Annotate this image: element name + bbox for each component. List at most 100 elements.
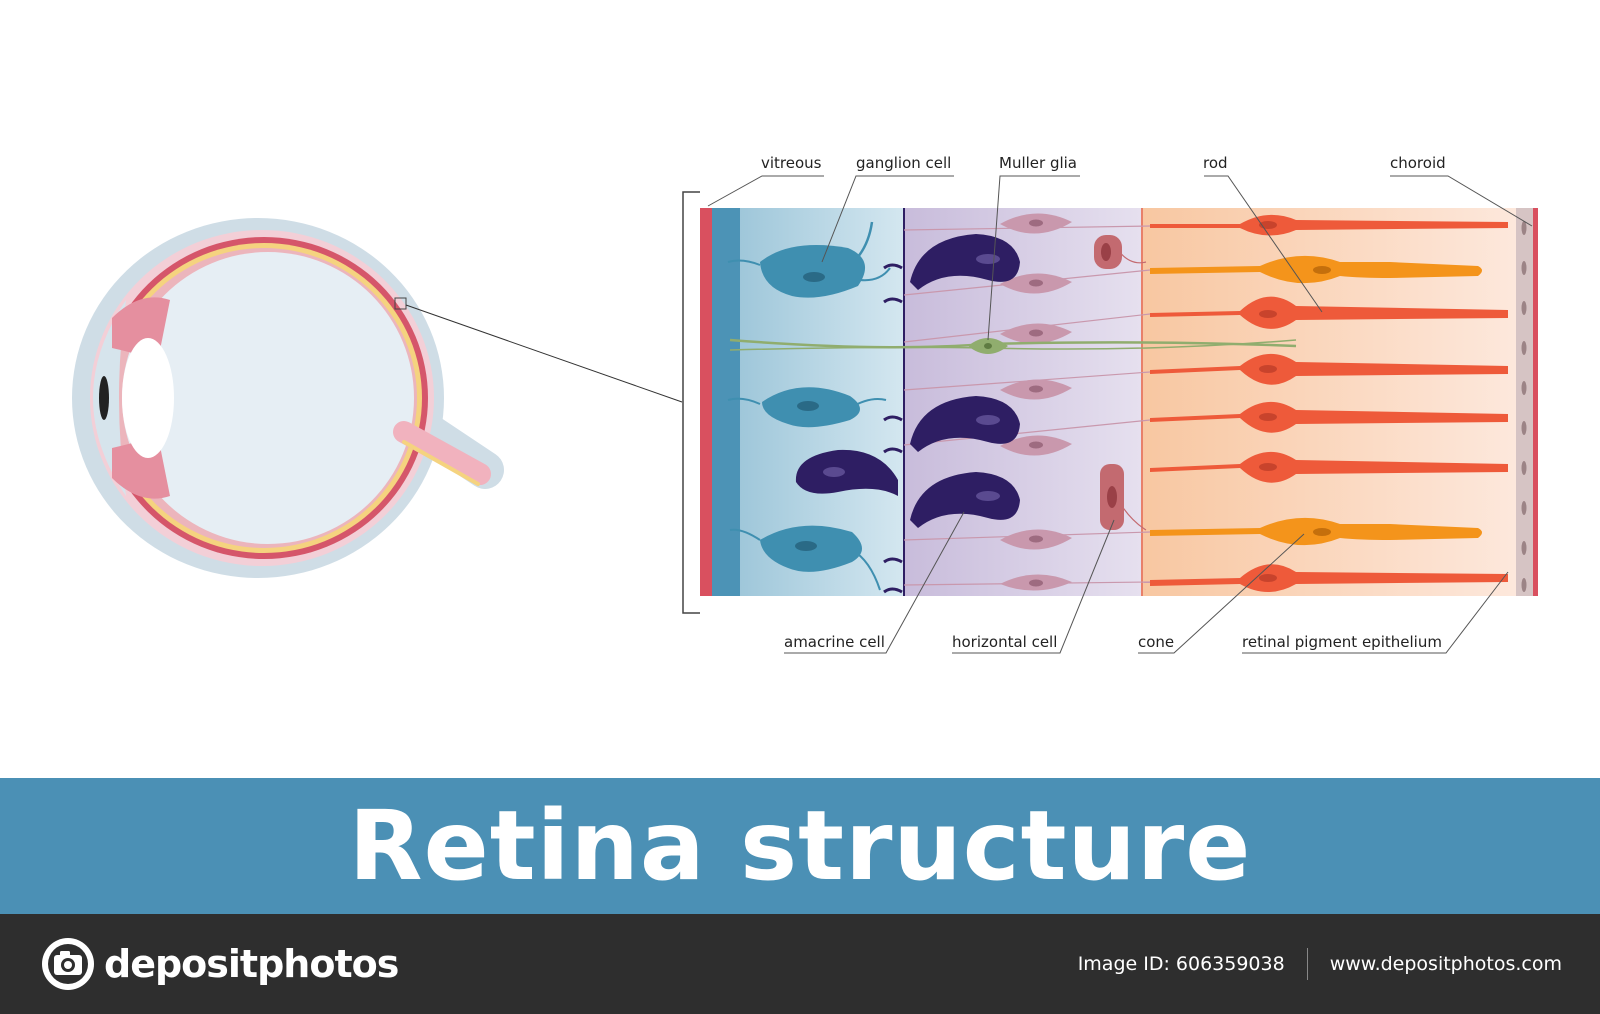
- leader-line-horizontal: [952, 519, 1115, 654]
- synapse: [883, 587, 903, 594]
- rpe-nucleus: [1521, 221, 1527, 235]
- rpe-nucleus: [1521, 501, 1527, 515]
- ganglion-nucleus: [795, 541, 817, 551]
- bipolar-nucleus: [1029, 279, 1043, 287]
- site-url[interactable]: www.depositphotos.com: [1329, 953, 1562, 975]
- rpe-nucleus: [1521, 578, 1527, 592]
- rpe-nucleus: [1521, 301, 1527, 315]
- footer-bar: depositphotos Image ID: 606359038 www.de…: [0, 914, 1600, 1014]
- synapse: [883, 297, 903, 304]
- muller-glia-nucleus: [984, 343, 992, 349]
- horizontal-cells: [1094, 235, 1147, 531]
- nerve-fiber-layer: [712, 208, 740, 596]
- ganglion-nucleus: [803, 272, 825, 282]
- ganglion-dendrite: [859, 267, 891, 282]
- zoom-region-marker: [394, 297, 407, 310]
- rpe-nucleus: [1521, 421, 1527, 435]
- label-cone: cone: [1138, 633, 1174, 651]
- image-id: Image ID: 606359038: [1077, 953, 1285, 975]
- retina-detail-panel: [682, 191, 1538, 614]
- bipolar-nucleus: [1029, 579, 1043, 587]
- lens: [122, 338, 174, 458]
- label-rod: rod: [1203, 154, 1228, 172]
- rod-cell: [1150, 451, 1508, 483]
- leader-line-vitreous: [707, 175, 824, 207]
- amacrine-nucleus: [976, 415, 1000, 425]
- bipolar-nucleus: [1029, 219, 1043, 227]
- amacrine-cell-left: [795, 449, 898, 496]
- title-band: Retina structure: [0, 778, 1600, 914]
- ganglion-cell: [760, 245, 866, 298]
- rod-nucleus: [1259, 310, 1277, 318]
- inner-limiting-membrane: [700, 208, 712, 596]
- brand-name: depositphotos: [104, 942, 399, 986]
- rod-nucleus: [1259, 463, 1277, 471]
- synapse: [883, 415, 903, 422]
- camera-icon: [42, 938, 94, 990]
- bipolar-nucleus: [1029, 385, 1043, 393]
- horizontal-nucleus: [1107, 486, 1117, 508]
- diagram-title: Retina structure: [348, 790, 1252, 902]
- bipolar-cell-bodies: [1000, 213, 1072, 591]
- leader-line-rod: [1204, 175, 1323, 313]
- ganglion-dendrite: [727, 397, 761, 405]
- synaptic-terminals: [883, 263, 903, 594]
- leader-line-ganglion: [821, 175, 954, 263]
- synapse: [883, 263, 903, 270]
- rod-nucleus: [1259, 574, 1277, 582]
- amacrine-nucleus: [976, 254, 1000, 264]
- leader-line-muller: [987, 175, 1080, 341]
- ganglion-dendrite: [727, 259, 761, 266]
- footer-divider: [1306, 948, 1308, 980]
- label-horizontal-cell: horizontal cell: [952, 633, 1057, 651]
- rpe-nucleus: [1521, 261, 1527, 275]
- synapse: [883, 557, 903, 564]
- bipolar-nucleus: [1029, 329, 1043, 337]
- leader-line-cone: [1138, 533, 1305, 654]
- footer-info: Image ID: 606359038 www.depositphotos.co…: [1078, 948, 1562, 980]
- optic-nerve: [393, 421, 491, 485]
- label-vitreous: vitreous: [761, 154, 822, 172]
- brand-logo[interactable]: depositphotos: [40, 936, 399, 992]
- rod-cell: [1150, 353, 1508, 385]
- choroid-layer: [1533, 208, 1538, 596]
- label-muller-glia: Muller glia: [999, 154, 1077, 172]
- eye-vitreous-body: [122, 252, 414, 544]
- rod-cell: [1150, 401, 1508, 433]
- label-ganglion-cell: ganglion cell: [856, 154, 951, 172]
- rod-nucleus: [1259, 365, 1277, 373]
- rpe-nucleus: [1521, 541, 1527, 555]
- amacrine-nucleus: [976, 491, 1000, 501]
- rpe-nucleus: [1521, 381, 1527, 395]
- label-choroid: choroid: [1390, 154, 1446, 172]
- synapse: [883, 447, 903, 454]
- diagram-labels: [707, 175, 1533, 654]
- leader-line-rpe: [1242, 571, 1509, 654]
- rod-cell: [1150, 296, 1508, 329]
- pigment-epithelium-layer: [1516, 208, 1533, 596]
- rpe-nucleus: [1521, 341, 1527, 355]
- retina-diagram: vitreous ganglion cell Muller glia rod c…: [72, 154, 1538, 654]
- amacrine-nucleus: [823, 467, 845, 477]
- bipolar-nucleus: [1029, 441, 1043, 449]
- cone-nucleus: [1313, 528, 1331, 536]
- amacrine-cell: [910, 472, 1020, 528]
- label-amacrine-cell: amacrine cell: [784, 633, 885, 651]
- rod-nucleus: [1259, 413, 1277, 421]
- photoreceptors: [1150, 214, 1508, 592]
- horizontal-nucleus: [1101, 243, 1111, 261]
- optic-nerve-edge: [402, 440, 480, 486]
- zoom-connector-line: [405, 304, 683, 403]
- label-retinal-pigment-epithelium: retinal pigment epithelium: [1242, 633, 1442, 651]
- ganglion-cells: [727, 221, 891, 591]
- muller-glia-cell: [729, 338, 1297, 354]
- detail-bracket: [682, 191, 700, 614]
- eye-cross-section: [72, 218, 683, 578]
- bipolar-nucleus: [1029, 535, 1043, 543]
- rpe-cells: [1521, 221, 1527, 592]
- cone-nucleus: [1313, 266, 1331, 274]
- ganglion-dendrite: [729, 528, 761, 541]
- ganglion-nucleus: [797, 401, 819, 411]
- rpe-nucleus: [1521, 461, 1527, 475]
- leader-line-amacrine: [784, 511, 965, 654]
